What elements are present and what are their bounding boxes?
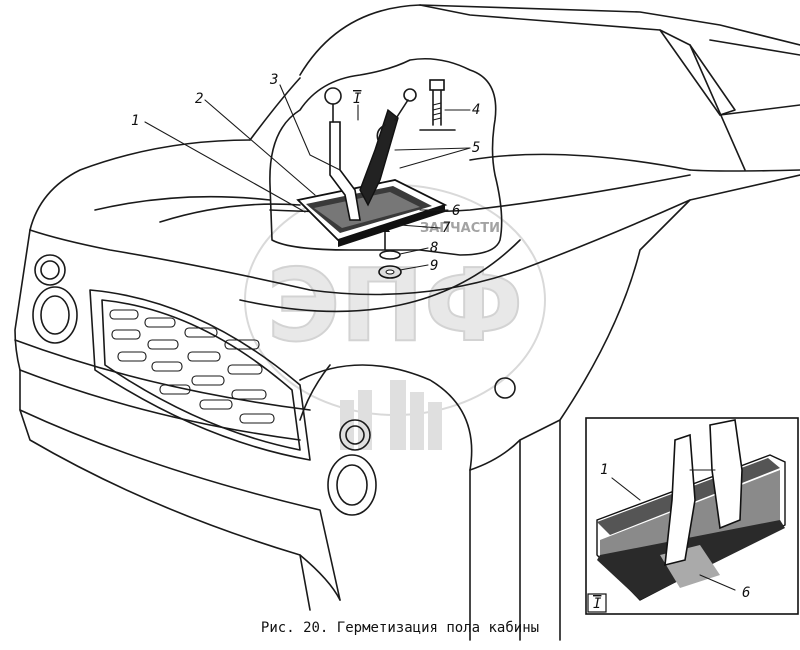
view-marker: I	[353, 91, 362, 107]
watermark-wheat-icon	[340, 380, 442, 450]
label-6: 6	[452, 203, 460, 219]
label-7: 7	[442, 220, 451, 236]
nut	[378, 265, 402, 279]
floor-seal-assembly	[296, 87, 448, 251]
inset-label-6: 6	[742, 585, 750, 601]
label-1: 1	[131, 113, 139, 129]
label-3: 3	[269, 72, 278, 88]
label-9: 9	[430, 258, 438, 274]
bolt	[419, 79, 456, 131]
inset-label-1: 1	[600, 462, 608, 478]
watermark-subtext: ЗАПЧАСТИ	[420, 221, 500, 236]
label-2: 2	[195, 91, 203, 107]
label-4: 4	[472, 102, 480, 118]
inset-detail: 1 6 I	[585, 417, 799, 615]
inset-marker: I	[593, 596, 602, 612]
washer	[379, 250, 401, 260]
callout-labels: 1 2 3 4 5 6 7 8 9 I	[131, 72, 480, 274]
label-8: 8	[430, 240, 438, 256]
label-5: 5	[472, 140, 480, 156]
figure-caption: Рис. 20. Герметизация пола кабины	[260, 620, 540, 636]
cutaway-bubble	[269, 57, 503, 256]
leader-lines	[144, 84, 471, 271]
